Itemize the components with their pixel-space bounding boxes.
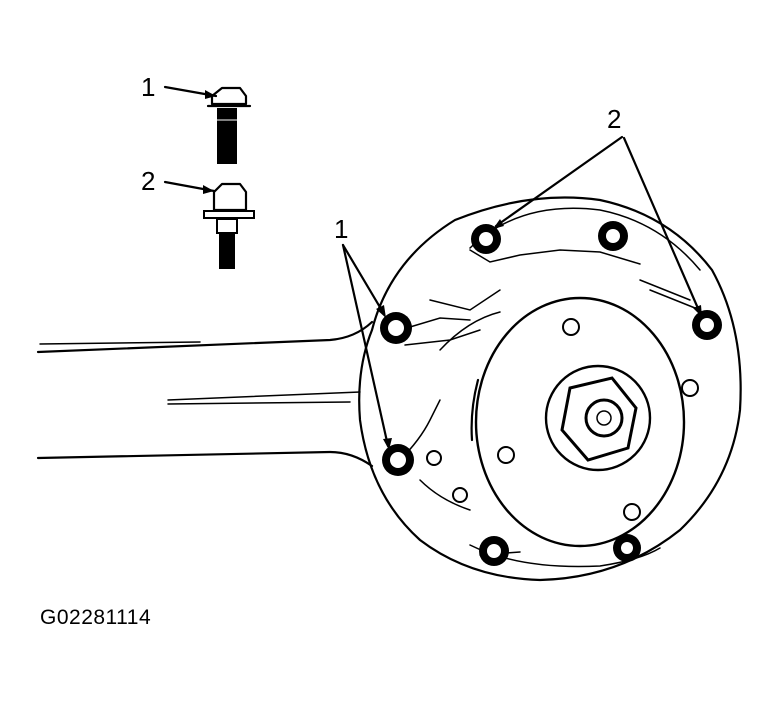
mounting-bolt-head	[598, 221, 628, 251]
callout-label-knuckle-1: 1	[334, 214, 348, 244]
spindle-nut	[544, 364, 652, 472]
leader-line-knuckle-2b	[622, 136, 702, 315]
plate-hole	[452, 487, 468, 503]
mounting-bolt-head	[613, 534, 641, 562]
figure-id: G02281114	[40, 606, 152, 629]
hub-stud-hole	[562, 318, 580, 336]
plate-hole	[426, 450, 442, 466]
mounting-bolt-head	[479, 536, 509, 566]
bolt-2-washer	[203, 182, 255, 269]
hub-stud-hole	[623, 503, 641, 521]
hub-stud-hole	[497, 446, 515, 464]
mounting-bolt-heads	[380, 221, 722, 566]
hub-stud-hole	[681, 379, 699, 397]
mounting-bolt-head	[380, 312, 412, 344]
mounting-bolt-head	[471, 224, 501, 254]
callout-label-knuckle-2: 2	[607, 104, 621, 134]
leader-line-knuckle-1a	[341, 243, 386, 316]
mounting-bolt-head	[382, 444, 414, 476]
bolt-1-flanged	[206, 86, 252, 164]
mounting-bolt-head	[692, 310, 722, 340]
callout-label-bolt-1: 1	[141, 72, 155, 102]
axle-arm	[36, 320, 374, 468]
leader-line-knuckle-1b	[341, 243, 390, 448]
leader-line-knuckle-2a	[494, 135, 624, 228]
callout-label-bolt-2: 2	[141, 166, 155, 196]
